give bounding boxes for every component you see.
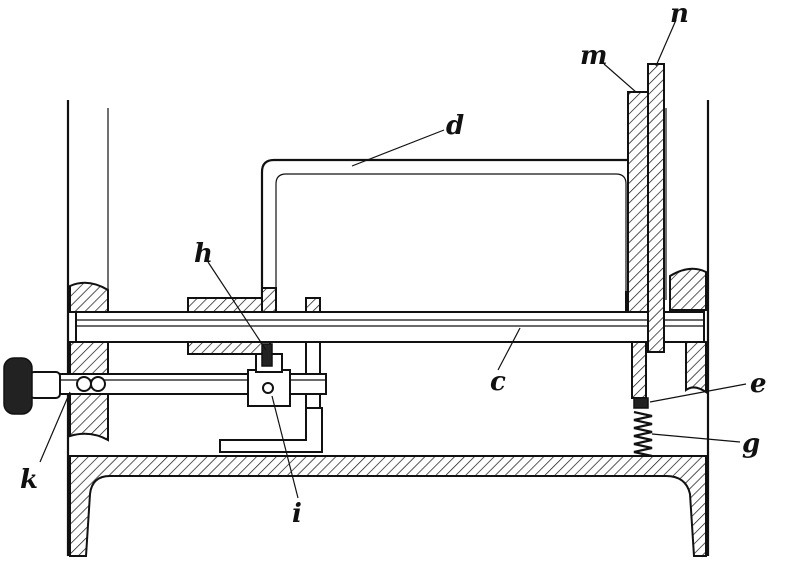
- slider-block-i: [247, 343, 291, 407]
- label-g: g: [742, 429, 760, 459]
- label-m: m: [580, 41, 608, 71]
- main-shaft-c: [75, 311, 705, 343]
- disc-n: [647, 63, 665, 353]
- bracket-d: [260, 158, 642, 313]
- label-i: i: [292, 499, 302, 529]
- label-d: d: [446, 111, 464, 141]
- label-h: h: [194, 239, 213, 269]
- spring-g: [633, 410, 653, 458]
- gear-m: [627, 91, 649, 399]
- label-n: n: [670, 0, 689, 29]
- base-plate: [69, 455, 707, 557]
- label-e: e: [750, 369, 767, 399]
- ring-e: [633, 397, 649, 409]
- label-c: c: [490, 367, 506, 397]
- label-k: k: [20, 465, 38, 495]
- leader-lines: [39, 19, 747, 499]
